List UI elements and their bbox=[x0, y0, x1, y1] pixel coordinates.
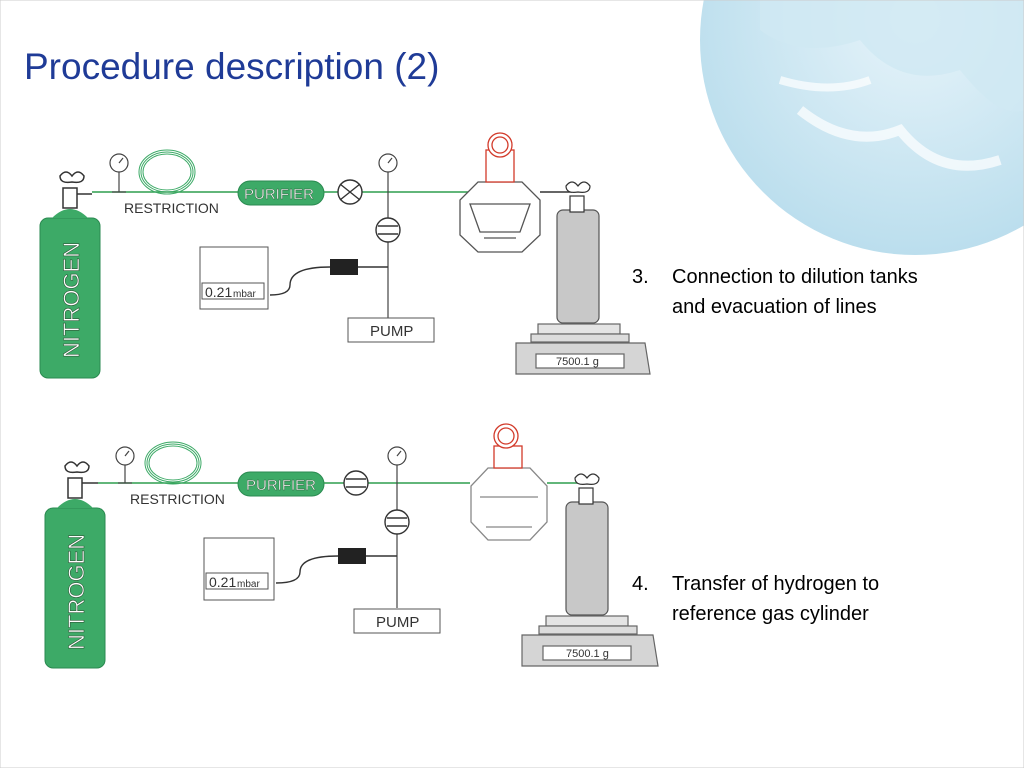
pump-label: PUMP bbox=[376, 614, 419, 631]
shutoff-valve-icon bbox=[343, 470, 369, 496]
pressure-readout: 0.21 mbar bbox=[203, 537, 275, 601]
pressure-gauge-icon bbox=[109, 153, 129, 193]
dilution-tank-icon bbox=[470, 423, 548, 541]
restriction-coil-icon bbox=[144, 441, 202, 485]
cylinder-label: NITROGEN bbox=[64, 534, 89, 650]
pump-label: PUMP bbox=[370, 323, 413, 340]
pressure-sensor-icon bbox=[338, 548, 366, 564]
scale-reading: 7500.1 g bbox=[556, 356, 599, 368]
step-line: reference gas cylinder bbox=[672, 603, 869, 625]
pressure-unit: mbar bbox=[233, 289, 256, 300]
pressure-gauge-icon bbox=[387, 446, 407, 608]
reference-gas-cylinder bbox=[565, 473, 609, 616]
restriction-coil-icon bbox=[138, 149, 196, 195]
cylinder-label: NITROGEN bbox=[59, 242, 84, 358]
shutoff-valve-icon bbox=[337, 179, 363, 205]
pressure-value: 0.21 bbox=[209, 574, 236, 590]
scale-reading: 7500.1 g bbox=[566, 648, 609, 660]
nitrogen-cylinder: NITROGEN bbox=[39, 209, 101, 379]
dilution-tank-icon bbox=[459, 132, 541, 253]
pump: PUMP bbox=[347, 317, 435, 343]
step-number: 3. bbox=[632, 266, 649, 288]
pressure-value: 0.21 bbox=[205, 284, 232, 300]
nitrogen-cylinder: NITROGEN bbox=[44, 499, 106, 669]
step-line: and evacuation of lines bbox=[672, 296, 877, 318]
pump: PUMP bbox=[353, 608, 441, 634]
weighing-scale: 7500.1 g bbox=[521, 615, 659, 667]
purifier-label: PURIFIER bbox=[244, 186, 314, 203]
purifier-label: PURIFIER bbox=[246, 477, 316, 494]
step-4: 4. Transfer of hydrogen to reference gas… bbox=[632, 569, 1002, 629]
restriction-label: RESTRICTION bbox=[130, 491, 225, 507]
purifier: PURIFIER bbox=[237, 180, 325, 206]
weighing-scale: 7500.1 g bbox=[515, 323, 651, 375]
pressure-sensor-icon bbox=[330, 259, 358, 275]
vacuum-valve-icon bbox=[375, 217, 401, 243]
step-3: 3. Connection to dilution tanks and evac… bbox=[632, 262, 1002, 322]
slide-title: Procedure description (2) bbox=[24, 46, 440, 87]
pressure-readout: 0.21 mbar bbox=[199, 246, 269, 310]
cylinder-valve-icon bbox=[59, 171, 92, 209]
step-line: Transfer of hydrogen to bbox=[672, 573, 880, 595]
restriction-label: RESTRICTION bbox=[124, 200, 219, 216]
purifier: PURIFIER bbox=[237, 471, 325, 497]
step-line: Connection to dilution tanks bbox=[672, 266, 918, 288]
pressure-gauge-icon bbox=[378, 153, 398, 318]
reference-gas-cylinder bbox=[556, 181, 600, 324]
pressure-gauge-icon bbox=[115, 446, 135, 484]
vacuum-valve-icon bbox=[384, 509, 410, 535]
pressure-unit: mbar bbox=[237, 579, 260, 590]
cylinder-valve-icon bbox=[64, 461, 98, 499]
step-number: 4. bbox=[632, 573, 649, 595]
